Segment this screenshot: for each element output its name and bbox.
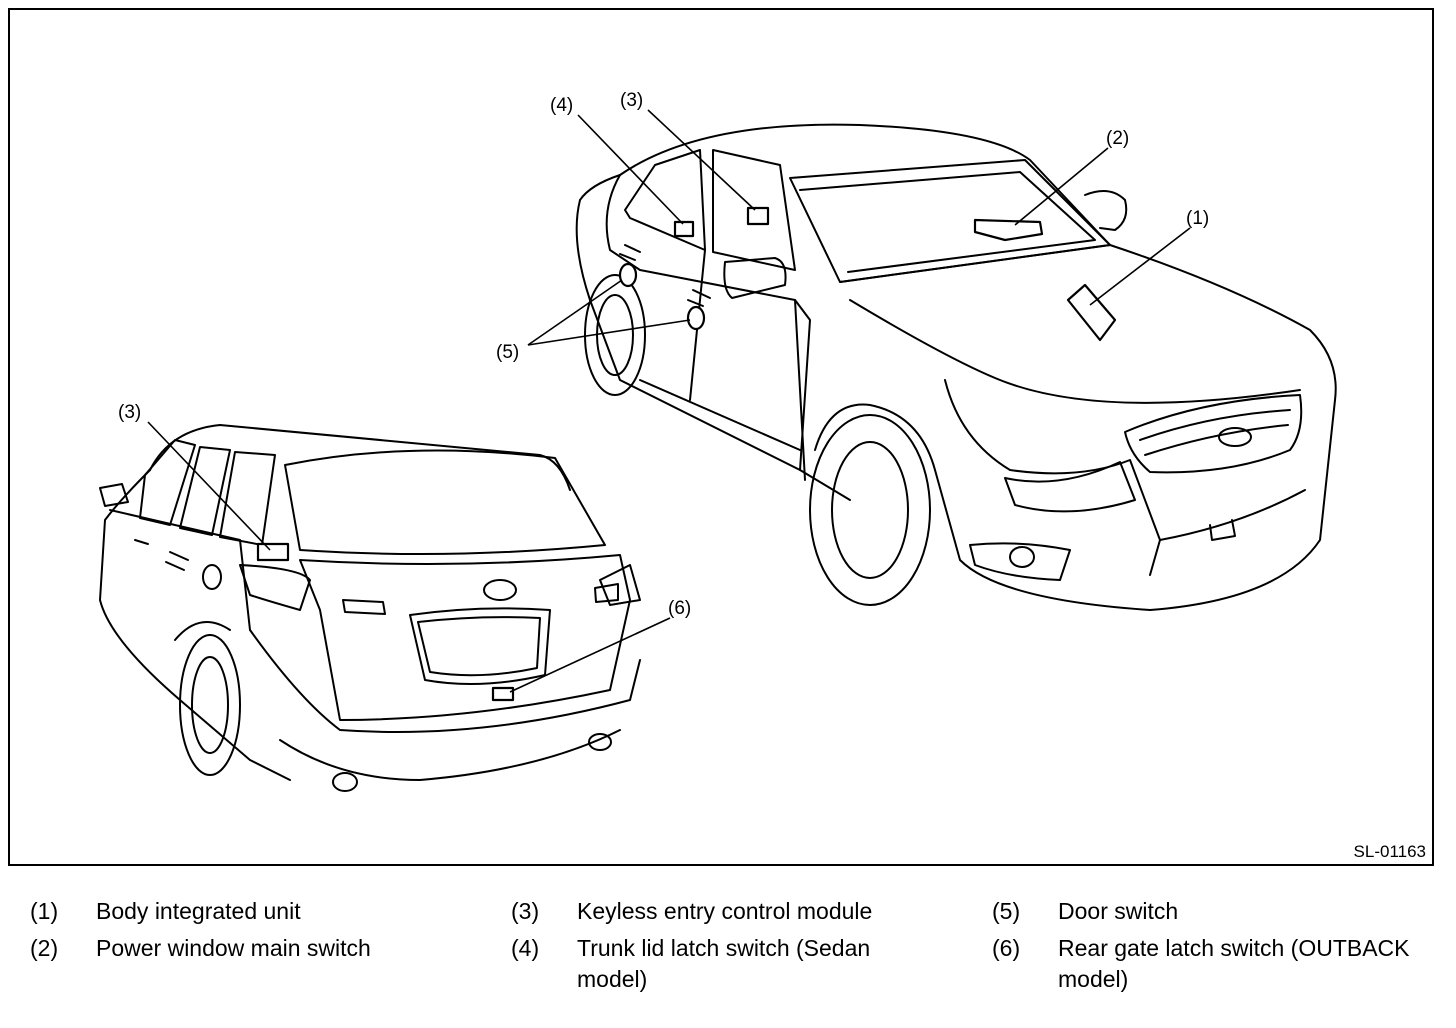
door-switch-part-front bbox=[686, 305, 706, 331]
legend-number: (6) bbox=[992, 935, 1021, 961]
figure-code: SL-01163 bbox=[1353, 842, 1426, 861]
door-switch-part-rear bbox=[618, 262, 638, 288]
legend-number: (3) bbox=[511, 898, 540, 924]
legend-text: Keyless entry control module bbox=[577, 898, 873, 924]
leader-lines bbox=[147, 109, 1191, 693]
callout-6: (6) bbox=[668, 598, 691, 619]
callout-5: (5) bbox=[496, 342, 519, 363]
legend-number: (4) bbox=[511, 935, 540, 961]
sedan-illustration bbox=[575, 123, 1337, 611]
trunk-lid-latch-switch-part bbox=[673, 220, 695, 238]
legend: (1) Body integrated unit (2) Power windo… bbox=[0, 892, 1456, 1022]
legend-text: Power window main switch bbox=[96, 935, 371, 961]
legend-number: (5) bbox=[992, 898, 1021, 924]
callout-4: (4) bbox=[550, 95, 573, 116]
callout-1: (1) bbox=[1186, 208, 1209, 229]
callout-3-sedan: (3) bbox=[620, 90, 643, 111]
wagon-illustration bbox=[99, 424, 641, 792]
keyless-entry-module-part bbox=[746, 206, 770, 226]
rear-gate-latch-switch-part bbox=[491, 686, 515, 702]
legend-text: Rear gate latch switch (OUTBACK model) bbox=[1058, 935, 1410, 992]
callout-2: (2) bbox=[1106, 128, 1129, 149]
body-integrated-unit-part bbox=[1066, 283, 1117, 342]
legend-text: Trunk lid latch switch (Sedan model) bbox=[577, 935, 871, 992]
callout-3-wagon: (3) bbox=[118, 402, 141, 423]
power-window-switch-part bbox=[973, 218, 1044, 242]
legend-number: (1) bbox=[30, 898, 59, 924]
wagon-keyless-entry-module-part bbox=[256, 542, 290, 562]
legend-text: Door switch bbox=[1058, 898, 1179, 924]
legend-number: (2) bbox=[30, 935, 59, 961]
legend-text: Body integrated unit bbox=[96, 898, 301, 924]
